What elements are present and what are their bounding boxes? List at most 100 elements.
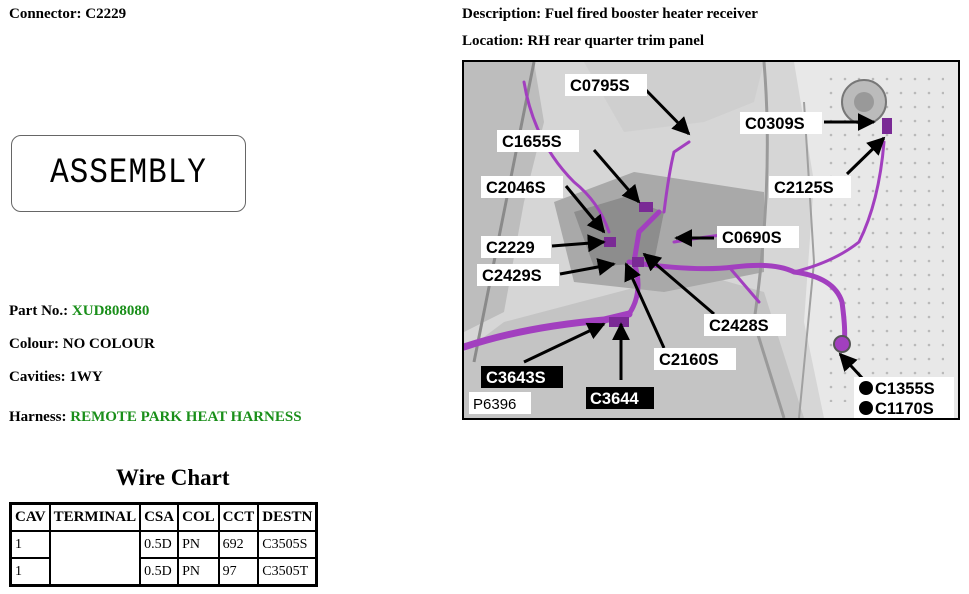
arrow-c2229	[551, 234, 606, 253]
harness-field: Harness: REMOTE PARK HEAT HARNESS	[9, 409, 302, 426]
header-destn: DESTN	[257, 502, 318, 532]
harness-wire	[626, 259, 848, 345]
arrow-c1355s	[838, 352, 866, 382]
callout-c3644-text: C3644	[590, 390, 639, 408]
assembly-text: ASSEMBLY	[50, 153, 207, 194]
callout-c0309s: C0309S	[740, 112, 822, 134]
callout-c1655s: C1655S	[497, 130, 579, 152]
colour-label: Colour:	[9, 336, 59, 352]
arrow-c0795s	[642, 86, 691, 136]
callout-c3644: C3644	[586, 387, 654, 409]
callout-arrows	[523, 86, 886, 382]
connector-block	[639, 202, 653, 212]
callout-c1655s-text: C1655S	[502, 133, 562, 151]
callout-c2125s: C2125S	[769, 176, 851, 198]
connector-field: Connector: C2229	[9, 6, 126, 23]
colour-value: NO COLOUR	[62, 336, 155, 352]
header-terminal: TERMINAL	[48, 502, 142, 532]
header-csa: CSA	[139, 502, 180, 532]
assembly-box: ASSEMBLY	[11, 135, 246, 212]
cell-destn: C3505S	[257, 530, 318, 559]
callout-c3643s: C3643S	[481, 366, 563, 388]
cell-cct: 692	[217, 530, 260, 559]
table-row: 1 0.5D PN 692 C3505S	[9, 530, 318, 587]
callout-c2428s-text: C2428S	[709, 317, 769, 335]
grommet-part	[833, 335, 851, 353]
arrow-c2160s	[624, 262, 666, 349]
callout-c3643s-text: C3643S	[486, 369, 546, 387]
wire-chart-header-row: CAV TERMINAL CSA COL CCT DESTN	[9, 502, 318, 532]
description-field: Description: Fuel fired booster heater r…	[462, 6, 758, 23]
location-label: Location:	[462, 33, 524, 49]
arrow-c1655s	[592, 149, 641, 204]
connector-label: Connector:	[9, 6, 82, 22]
header-col: COL	[177, 502, 220, 532]
callout-c2046s-text: C2046S	[486, 179, 546, 197]
harness-wire	[662, 140, 691, 214]
arrow-c2429s	[559, 258, 616, 276]
connector-value: C2229	[85, 6, 127, 22]
cell-cct: 97	[217, 557, 260, 587]
cell-col: PN	[177, 557, 220, 587]
callout-c2160s: C2160S	[654, 348, 736, 370]
callout-c0690s-text: C0690S	[722, 229, 782, 247]
callout-c1355s: C1355S	[854, 377, 954, 399]
callout-c2229-text: C2229	[486, 239, 535, 257]
speaker-part	[854, 92, 874, 112]
header-cav: CAV	[9, 502, 51, 532]
wire-chart-table: CAV TERMINAL CSA COL CCT DESTN 1 0.5D PN…	[9, 502, 319, 587]
harness-wire	[522, 80, 611, 234]
location-field: Location: RH rear quarter trim panel	[462, 33, 704, 50]
callout-c1355s-text: C1355S	[875, 380, 935, 398]
harness-wire	[792, 140, 886, 274]
callout-c0795s-text: C0795S	[570, 77, 630, 95]
cell-csa: 0.5D	[139, 530, 180, 559]
cavities-field: Cavities: 1WY	[9, 369, 103, 386]
part-no-label: Part No.:	[9, 303, 69, 319]
callout-c1170s: C1170S	[854, 398, 954, 418]
callout-c2046s: C2046S	[481, 176, 563, 198]
panel-edge	[472, 62, 536, 363]
location-value: RH rear quarter trim panel	[527, 33, 705, 49]
cavities-value: 1WY	[69, 369, 103, 385]
cell-cav: 1	[9, 557, 51, 587]
harness-wires	[464, 80, 886, 351]
callout-labels: C0795S C1655S C2046S C2229 C2429S C0309S…	[469, 74, 954, 418]
connector-block	[609, 317, 629, 327]
part-no-value: XUD808080	[71, 303, 150, 319]
cell-cav: 1	[9, 530, 51, 559]
callout-c2229: C2229	[481, 236, 551, 258]
bullet-icon	[859, 401, 873, 415]
cell-terminal	[48, 530, 142, 587]
callout-c2429s: C2429S	[477, 264, 559, 286]
panel-edge	[798, 101, 816, 418]
cavities-label: Cavities:	[9, 369, 66, 385]
cell-csa: 0.5D	[139, 557, 180, 587]
callout-c1170s-text: C1170S	[875, 400, 934, 418]
cell-destn: C3505T	[257, 557, 318, 587]
bullet-icon	[859, 381, 873, 395]
harness-wire	[464, 310, 633, 351]
photo-ref: P6396	[469, 392, 531, 414]
arrow-c2046s	[564, 185, 606, 234]
callout-c2125s-text: C2125S	[774, 179, 834, 197]
harness-wire	[727, 265, 761, 304]
wire-chart-title: Wire Chart	[116, 465, 230, 490]
harness-label: Harness:	[9, 409, 67, 425]
cell-col: PN	[177, 530, 220, 559]
part-no-field: Part No.: XUD808080	[9, 303, 149, 320]
callout-c0309s-text: C0309S	[745, 115, 805, 133]
arrow-c2125s	[845, 136, 886, 176]
description-value: Fuel fired booster heater receiver	[544, 6, 758, 22]
header-cct: CCT	[217, 502, 260, 532]
callout-c0795s: C0795S	[565, 74, 647, 96]
arrow-c2428s	[642, 252, 715, 316]
callout-c0690s: C0690S	[717, 226, 799, 248]
description-label: Description:	[462, 6, 542, 22]
arrow-c3643s	[523, 322, 606, 364]
callout-c2429s-text: C2429S	[482, 267, 542, 285]
connector-block	[882, 118, 892, 134]
colour-field: Colour: NO COLOUR	[9, 336, 155, 353]
table-row: 1 0.5D PN 97 C3505T	[9, 557, 318, 587]
callout-c2428s: C2428S	[704, 314, 786, 336]
